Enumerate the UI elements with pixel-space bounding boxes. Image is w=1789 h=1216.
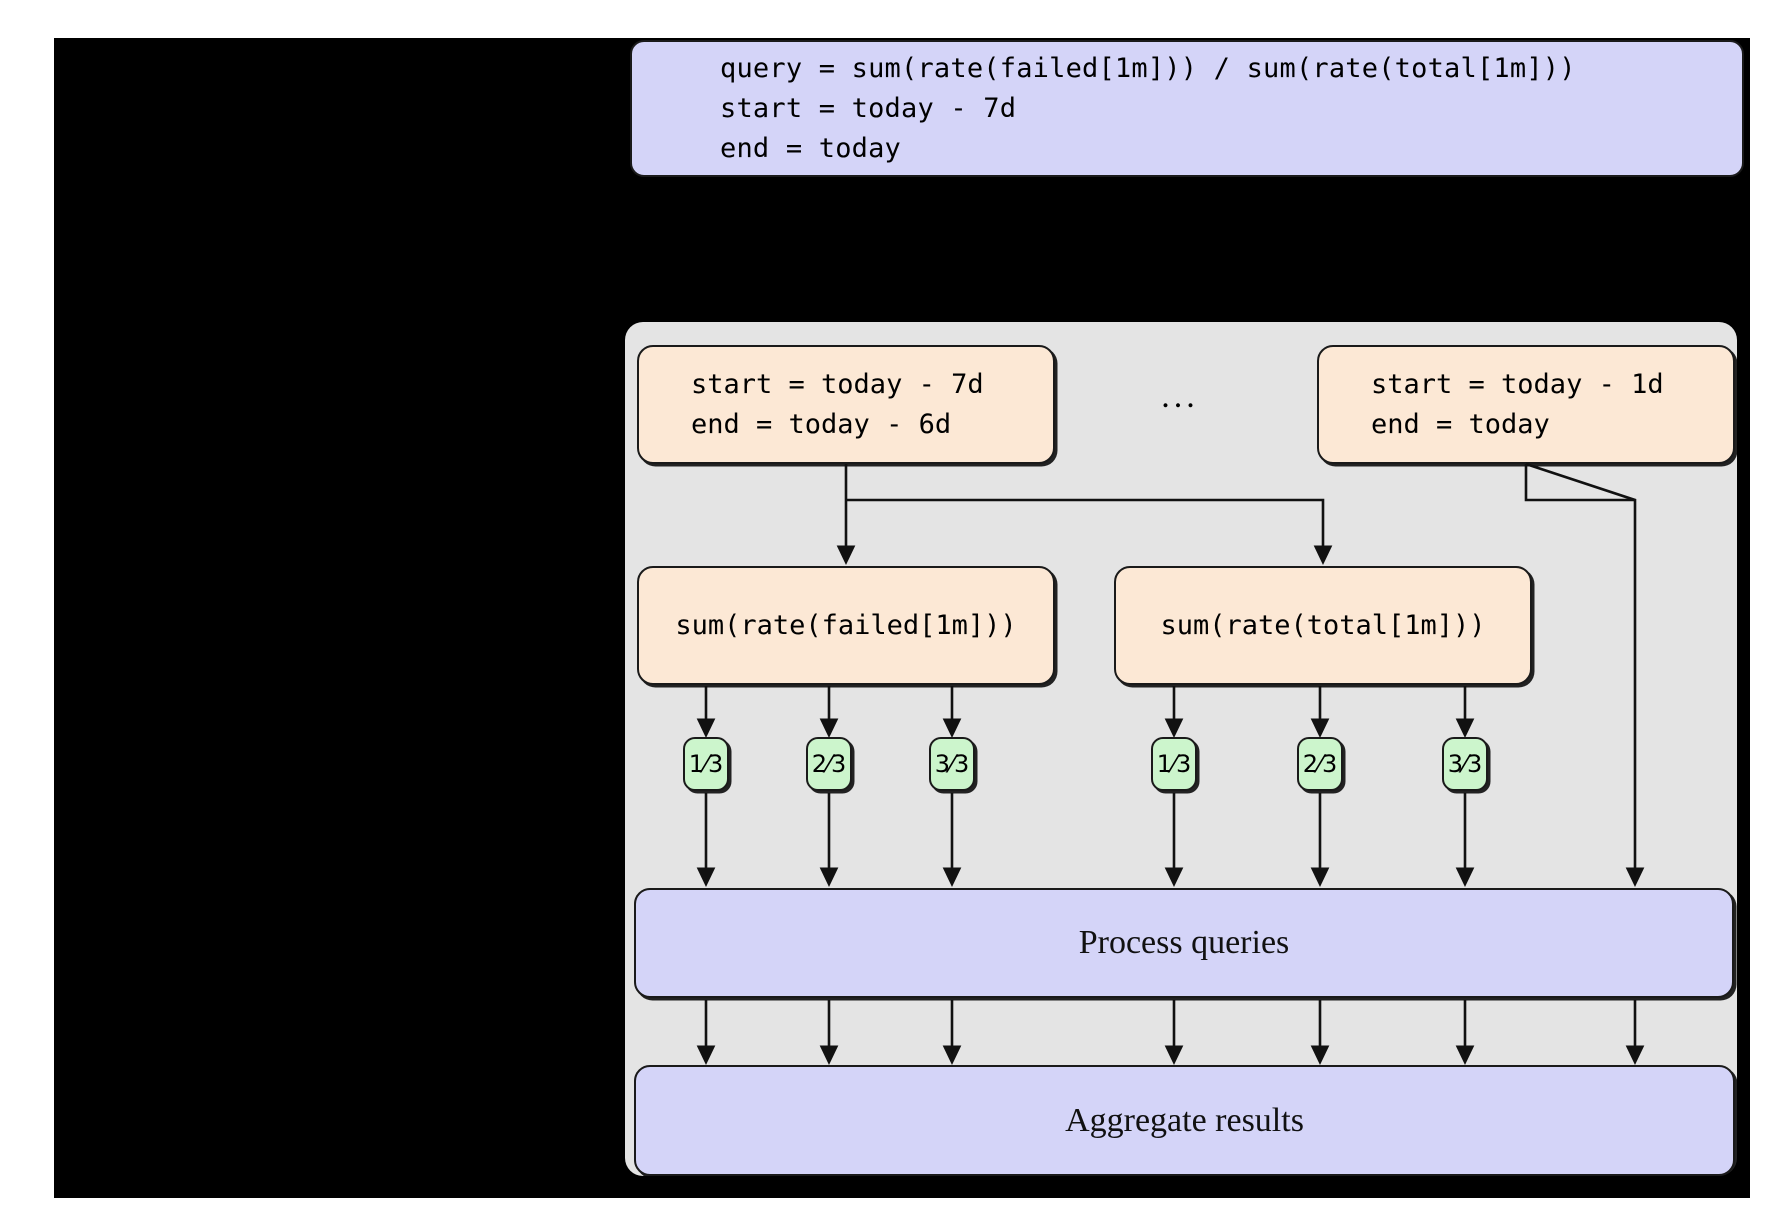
chunk-chip-total-1: 1⁄3 — [1151, 737, 1197, 791]
range-first-start: start = today - 7d — [691, 368, 984, 400]
chunk-chip-failed-1: 1⁄3 — [683, 737, 729, 791]
query-definition-box: query = sum(rate(failed[1m])) / sum(rate… — [630, 40, 1744, 177]
subquery-box-total: sum(rate(total[1m])) — [1114, 566, 1532, 685]
subquery-total-label: sum(rate(total[1m])) — [1160, 610, 1486, 641]
ellipsis-label: ... — [1161, 378, 1199, 415]
range-last-start: start = today - 1d — [1371, 368, 1664, 400]
subquery-failed-label: sum(rate(failed[1m])) — [675, 610, 1017, 641]
process-queries-box: Process queries — [634, 888, 1734, 998]
chunk-chip-failed-2: 2⁄3 — [806, 737, 852, 791]
query-line-expression: query = sum(rate(failed[1m])) / sum(rate… — [720, 52, 1576, 84]
time-range-box-first: start = today - 7d end = today - 6d — [637, 345, 1055, 464]
subquery-box-failed: sum(rate(failed[1m])) — [637, 566, 1055, 685]
chunk-chip-total-2: 2⁄3 — [1297, 737, 1343, 791]
chunk-chip-total-3: 3⁄3 — [1442, 737, 1488, 791]
process-queries-label: Process queries — [1078, 924, 1290, 961]
range-first-end: end = today - 6d — [691, 408, 952, 440]
query-line-end: end = today — [720, 132, 902, 164]
query-line-start: start = today - 7d — [720, 92, 1017, 124]
time-range-box-last: start = today - 1d end = today — [1317, 345, 1735, 464]
chunk-chip-failed-3: 3⁄3 — [929, 737, 975, 791]
aggregate-results-label: Aggregate results — [1065, 1101, 1304, 1139]
range-last-end: end = today — [1371, 408, 1550, 440]
aggregate-results-box: Aggregate results — [634, 1065, 1735, 1176]
